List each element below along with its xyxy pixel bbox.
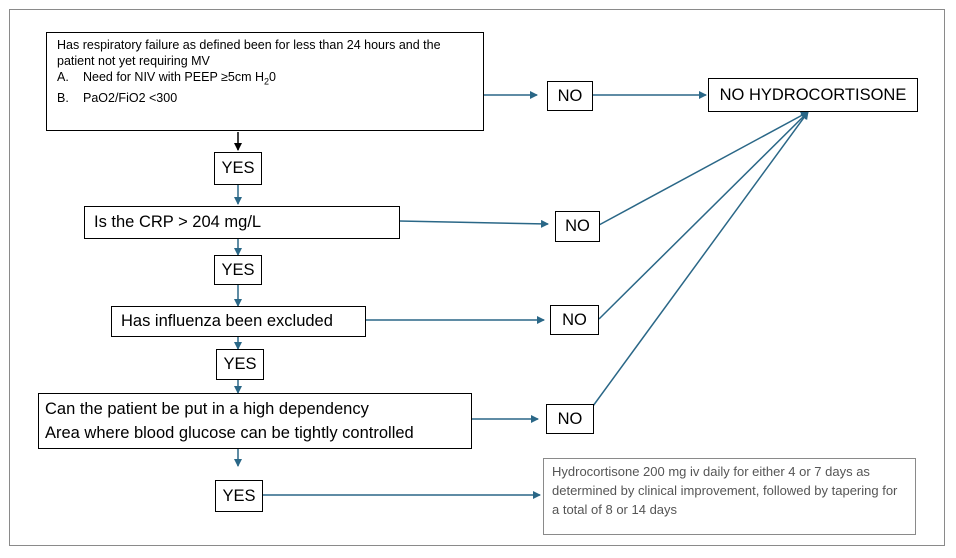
q4-line-2: Area where blood glucose can be tightly … xyxy=(45,424,414,442)
question-influenza: Has influenza been excluded xyxy=(111,306,366,337)
yes-box-3: YES xyxy=(216,349,264,380)
no-box-4: NO xyxy=(546,404,594,434)
no-box-1: NO xyxy=(547,81,593,111)
question-respiratory-failure: Has respiratory failure as defined been … xyxy=(46,32,484,131)
q1-intro: Has respiratory failure as defined been … xyxy=(57,38,441,68)
diagram-frame xyxy=(9,9,945,546)
no-box-3: NO xyxy=(550,305,599,335)
arrow-no4-outcome xyxy=(592,111,809,407)
yes-box-4: YES xyxy=(215,480,263,512)
no-hydrocortisone-box: NO HYDROCORTISONE xyxy=(708,78,918,112)
q1-criterion-a: A. Need for NIV with PEEP ≥5cm H20 xyxy=(57,70,276,87)
arrow-no2-outcome xyxy=(598,111,809,226)
no-box-2: NO xyxy=(555,211,600,242)
arrow-q2-no xyxy=(398,219,549,228)
hydrocortisone-regimen-box: Hydrocortisone 200 mg iv daily for eithe… xyxy=(543,458,916,535)
yes-box-2: YES xyxy=(214,255,262,285)
yes-box-1: YES xyxy=(214,152,262,185)
question-crp: Is the CRP > 204 mg/L xyxy=(84,206,400,239)
question-high-dependency: Can the patient be put in a high depende… xyxy=(38,393,472,449)
arrow-no3-outcome xyxy=(598,111,809,320)
q1-criterion-b: B. PaO2/FiO2 <300 xyxy=(57,90,178,105)
q4-line-1: Can the patient be put in a high depende… xyxy=(45,400,369,418)
